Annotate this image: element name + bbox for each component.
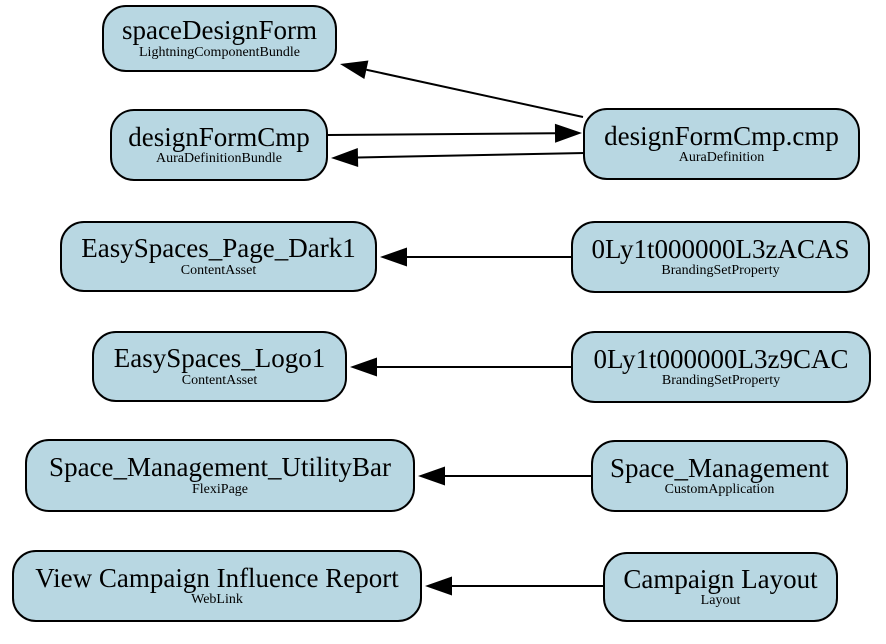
node-label: Space_Management — [610, 452, 829, 483]
arrowhead-icon — [380, 247, 407, 267]
node-label: designFormCmp — [128, 121, 310, 152]
node-type-label: FlexiPage — [192, 481, 248, 497]
edge-Space_Management-to-Space_Management_UtilityBar — [418, 466, 591, 486]
node-type-label: ContentAsset — [180, 262, 257, 278]
node-type-label: WebLink — [191, 592, 243, 608]
arrowhead-icon — [425, 576, 452, 596]
node-type-label: AuraDefinitionBundle — [156, 151, 282, 167]
edge-designFormCmp-to-designFormCmp-cmp — [327, 123, 582, 143]
node-type-label: LightningComponentBundle — [139, 44, 300, 60]
edge-line — [357, 152, 586, 159]
arrowhead-icon — [350, 357, 377, 377]
edge-Campaign_Layout-to-View_Campaign_Influence_Report — [425, 576, 603, 596]
node-type-label: Layout — [700, 593, 741, 609]
node-label: EasySpaces_Page_Dark1 — [81, 233, 356, 264]
edge-line — [327, 132, 556, 136]
edge-0Ly1t000000L3zACAS-to-EasySpaces_Page_Dark1 — [380, 247, 571, 267]
node-type-label: BrandingSetProperty — [661, 373, 781, 389]
node-label: EasySpaces_Logo1 — [113, 343, 326, 374]
node-label: designFormCmp.cmp — [604, 120, 839, 151]
arrowhead-icon — [554, 123, 582, 143]
node-label: Campaign Layout — [623, 563, 818, 594]
node-label: 0Ly1t000000L3z9CAC — [593, 343, 849, 374]
edge-0Ly1t000000L3z9CAC-to-EasySpaces_Logo1 — [350, 357, 571, 377]
node-type-label: ContentAsset — [181, 372, 258, 388]
edge-line — [366, 68, 584, 118]
node-label: Space_Management_UtilityBar — [49, 452, 391, 483]
node-label: View Campaign Influence Report — [35, 562, 399, 593]
node-label: spaceDesignForm — [122, 15, 317, 46]
arrowhead-icon — [418, 466, 445, 486]
node-type-label: AuraDefinition — [678, 150, 765, 166]
arrowhead-icon — [331, 147, 359, 167]
edge-designFormCmp-cmp-to-spaceDesignForm — [340, 60, 584, 118]
node-type-label: CustomApplication — [664, 482, 775, 498]
node-label: 0Ly1t000000L3zACAS — [591, 233, 850, 264]
edge-designFormCmp-cmp-to-designFormCmp — [331, 147, 586, 167]
arrowhead-icon — [340, 60, 369, 80]
node-type-label: BrandingSetProperty — [661, 263, 780, 279]
